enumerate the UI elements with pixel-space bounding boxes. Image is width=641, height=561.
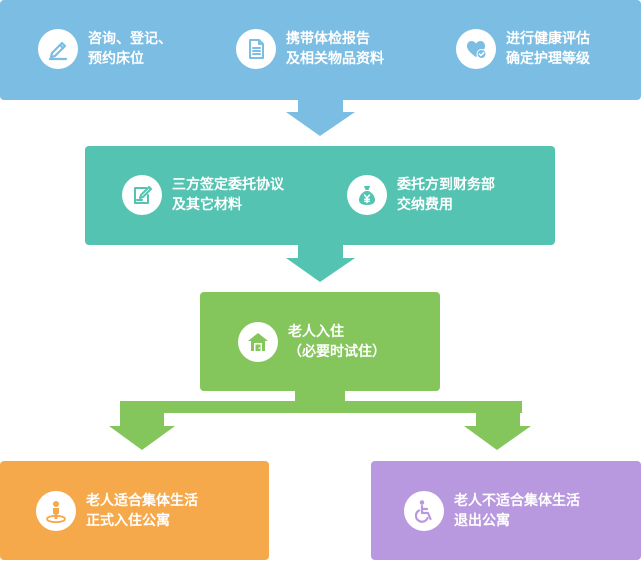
outcome-fit-line1: 老人适合集体生活 — [86, 493, 198, 509]
arrow-step2-to-step3 — [286, 245, 355, 282]
document-icon — [236, 29, 276, 69]
step2-agreement-line2: 及其它材料 — [172, 197, 242, 213]
step1-report-line2: 及相关物品资料 — [286, 51, 384, 67]
step1-consult-line2: 预约床位 — [88, 51, 144, 67]
step1-box: 咨询、登记、预约床位 携带体检报告及相关物品资料 进行健康评估确定护理等级 — [0, 0, 641, 100]
arrow-step1-to-step2 — [286, 100, 355, 136]
step2-agreement-line1: 三方签定委托协议 — [172, 177, 284, 193]
outcome-unfit-item: 老人不适合集体生活退出公寓 — [404, 491, 580, 531]
step1-consult-line1: 咨询、登记、 — [88, 31, 172, 47]
pencil-icon — [38, 29, 78, 69]
step3-line1: 老人入住 — [288, 324, 344, 340]
step1-report-line1: 携带体检报告 — [286, 31, 370, 47]
person-location-icon — [36, 491, 76, 531]
step2-item-payment: 委托方到财务部交纳费用 — [347, 175, 495, 215]
step3-item-checkin: 老人入住 （必要时试住） — [238, 322, 386, 362]
outcome-unfit-line1: 老人不适合集体生活 — [454, 493, 580, 509]
sign-edit-icon — [122, 175, 162, 215]
house-icon — [238, 322, 278, 362]
step1-assessment-line2: 确定护理等级 — [506, 51, 590, 67]
money-bag-icon — [347, 175, 387, 215]
step1-item-consult: 咨询、登记、预约床位 — [38, 29, 172, 69]
step1-item-assessment: 进行健康评估确定护理等级 — [456, 29, 590, 69]
step2-item-agreement: 三方签定委托协议及其它材料 — [122, 175, 284, 215]
heart-check-icon — [456, 29, 496, 69]
step1-item-report: 携带体检报告及相关物品资料 — [236, 29, 384, 69]
outcome-unfit-box: 老人不适合集体生活退出公寓 — [371, 461, 641, 560]
step3-box: 老人入住 （必要时试住） — [200, 292, 440, 391]
outcome-fit-line2: 正式入住公寓 — [86, 513, 170, 529]
branch-arrows — [109, 391, 531, 450]
outcome-unfit-line2: 退出公寓 — [454, 513, 510, 529]
step2-box: 三方签定委托协议及其它材料 委托方到财务部交纳费用 — [85, 146, 555, 245]
step1-assessment-line1: 进行健康评估 — [506, 31, 590, 47]
step2-payment-line1: 委托方到财务部 — [397, 177, 495, 193]
wheelchair-icon — [404, 491, 444, 531]
outcome-fit-item: 老人适合集体生活正式入住公寓 — [36, 491, 198, 531]
outcome-fit-box: 老人适合集体生活正式入住公寓 — [0, 461, 269, 560]
step2-payment-line2: 交纳费用 — [397, 197, 453, 213]
step3-line2: （必要时试住） — [288, 344, 386, 360]
